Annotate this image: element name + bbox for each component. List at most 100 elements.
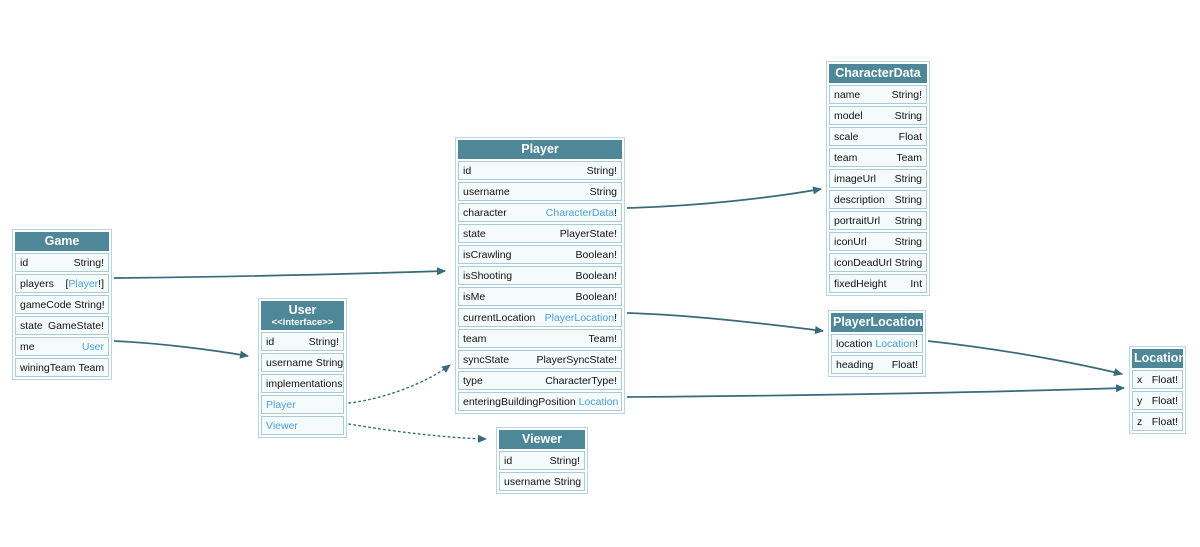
field-name: description — [834, 193, 885, 206]
field-name: iconDeadUrl — [834, 256, 892, 269]
type-link[interactable]: Location — [875, 337, 916, 350]
node-header-game[interactable]: Game — [15, 232, 109, 251]
node-header-user[interactable]: User<<interface>> — [261, 301, 344, 330]
type-text: Boolean! — [575, 290, 617, 303]
field-type: String — [590, 186, 617, 198]
type-link[interactable]: PlayerLocation — [544, 311, 615, 324]
field-type: Location! — [875, 338, 918, 350]
field-type: GameState! — [48, 320, 104, 332]
node-header-playerlocation[interactable]: PlayerLocation — [831, 313, 923, 332]
arrow-game-me-to-user — [113, 340, 249, 359]
type-link[interactable]: Viewer — [266, 419, 298, 432]
field-type: Float — [899, 131, 922, 143]
row-user-Viewer[interactable]: Viewer — [261, 416, 344, 435]
field-type: Boolean! — [576, 291, 617, 303]
row-viewer-id[interactable]: id String! — [499, 451, 585, 470]
row-game-state[interactable]: state GameState! — [15, 316, 109, 335]
field-type: User — [82, 341, 104, 353]
arrow-player-character-to-characterdata — [626, 186, 822, 209]
row-user-Player[interactable]: Player — [261, 395, 344, 414]
type-text: Int — [910, 277, 922, 290]
node-header-viewer[interactable]: Viewer — [499, 430, 585, 449]
field-name: type — [463, 374, 483, 387]
type-text: ! — [915, 337, 918, 350]
row-characterdata-scale[interactable]: scale Float — [829, 127, 927, 146]
type-text: PlayerState! — [559, 227, 617, 240]
row-game-me[interactable]: me User — [15, 337, 109, 356]
field-name: id — [20, 256, 29, 269]
field-name: x — [1137, 373, 1143, 386]
arrow-user-Player-to-player — [348, 364, 451, 404]
field-type: Team — [78, 362, 104, 374]
node-header-characterdata[interactable]: CharacterData — [829, 64, 927, 83]
type-link[interactable]: User — [81, 340, 104, 353]
row-user-implementations[interactable]: implementations — [261, 374, 344, 393]
type-text: [ — [65, 277, 69, 290]
field-name: gameCode — [20, 298, 72, 311]
arrow-player-enteringBuildingPosition-to-location — [626, 384, 1125, 398]
field-name: location — [836, 337, 873, 350]
node-header-location[interactable]: Location — [1132, 349, 1187, 368]
node-title: PlayerLocation — [833, 315, 923, 329]
field-name: state — [463, 227, 486, 240]
type-text: String — [894, 256, 923, 269]
field-name: scale — [834, 130, 859, 143]
field-name: me — [20, 340, 35, 353]
node-title: Location — [1134, 351, 1187, 365]
type-link[interactable]: Player — [266, 398, 296, 411]
type-text: String — [894, 214, 922, 227]
field-name: iconUrl — [834, 235, 867, 248]
field-name: state — [20, 319, 43, 332]
row-characterdata-iconUrl[interactable]: iconUrl String — [829, 232, 927, 251]
type-text: String! — [73, 256, 104, 269]
type-text: String! — [549, 454, 580, 467]
field-name: z — [1137, 415, 1143, 428]
row-player-state[interactable]: state PlayerState! — [458, 224, 622, 243]
type-text: String — [315, 356, 344, 369]
field-type: String — [895, 236, 922, 248]
row-game-players[interactable]: players[Player!] — [15, 274, 109, 293]
type-link[interactable]: Player — [68, 277, 99, 290]
row-game-id[interactable]: id String! — [15, 253, 109, 272]
field-name: isShooting — [463, 269, 513, 282]
field-type: String! — [74, 257, 104, 269]
node-header-player[interactable]: Player — [458, 140, 622, 159]
type-link[interactable]: CharacterData — [545, 206, 615, 219]
type-link[interactable]: Location — [578, 395, 619, 408]
field-name: id — [504, 454, 513, 467]
field-name: imageUrl — [834, 172, 877, 185]
arrow-playerlocation-location-to-location — [927, 340, 1123, 377]
type-text: Float — [898, 130, 922, 143]
type-text: PlayerSyncState! — [536, 353, 617, 366]
